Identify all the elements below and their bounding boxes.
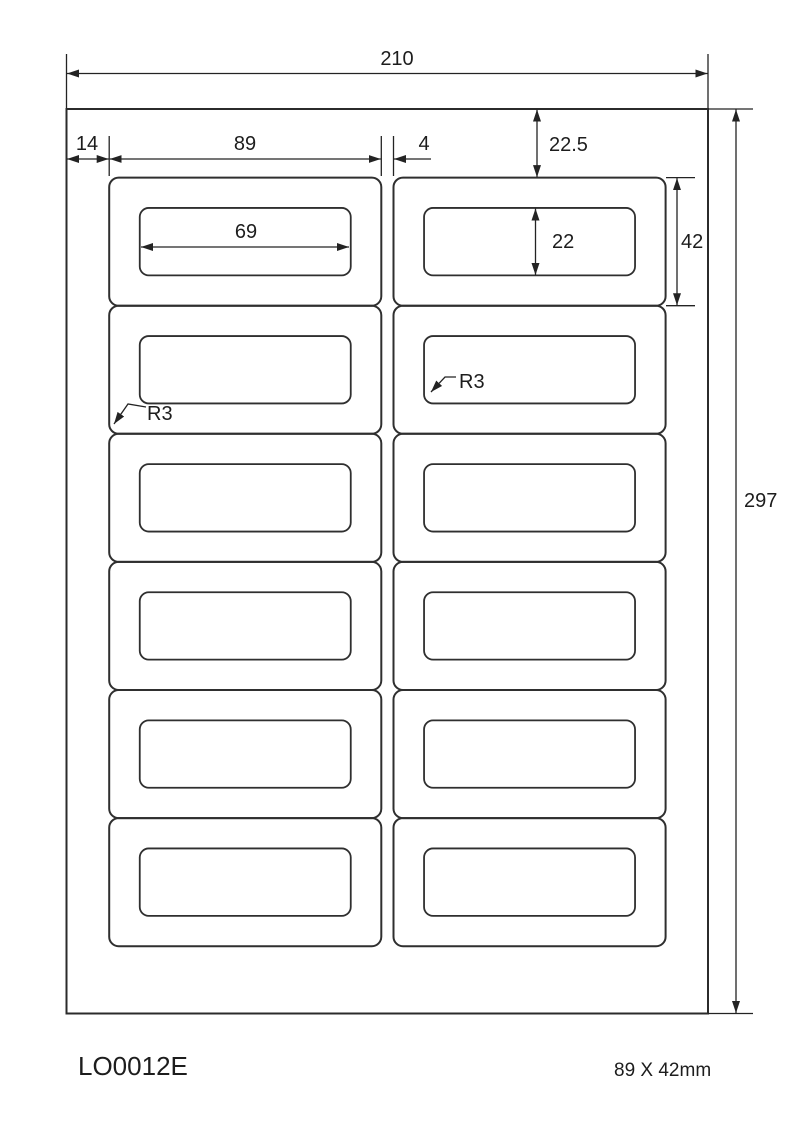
label-die-cut: [392, 432, 667, 563]
label-window: [423, 591, 636, 661]
extension-lines: [65, 54, 753, 1015]
dim-column-gap-label: 4: [418, 133, 429, 155]
label-die-cut: [392, 560, 667, 692]
dim-top-margin-label: 22.5: [549, 134, 588, 156]
dim-window-width-label: 69: [235, 221, 257, 243]
dim-label-height-label: 42: [681, 231, 703, 253]
label-window: [423, 335, 636, 405]
label-window: [423, 207, 636, 277]
label-window: [138, 591, 352, 661]
label-size-text: 89 X 42mm: [614, 1060, 711, 1081]
label-die-cut: [108, 432, 383, 563]
label-die-cut: [108, 560, 383, 692]
dimension-labels: 210 14 89 4 22.5 69 22 42 297 R3 R3: [76, 48, 778, 512]
label-window: [138, 207, 352, 277]
r3-leader-window: [430, 376, 456, 393]
label-window: [138, 335, 352, 405]
dim-sheet-width-label: 210: [380, 48, 413, 70]
r3-leader-outer: [113, 403, 147, 425]
dim-window-height-label: 22: [552, 231, 574, 253]
label-window: [423, 719, 636, 789]
label-window: [138, 463, 352, 533]
product-code: LO0012E: [78, 1051, 188, 1081]
dim-sheet-height-label: 297: [744, 490, 777, 512]
label-window: [138, 719, 352, 789]
label-die-cut: [392, 176, 667, 307]
label-die-cut: [108, 817, 383, 948]
label-grid: [108, 176, 667, 948]
radius-outer-label: R3: [147, 403, 173, 425]
dim-label-width-label: 89: [234, 133, 256, 155]
label-die-cut: [392, 689, 667, 820]
dimension-lines: [67, 69, 740, 1013]
dim-left-margin-label: 14: [76, 133, 98, 155]
radius-window-label: R3: [459, 371, 485, 393]
label-window: [423, 463, 636, 533]
label-window: [138, 847, 352, 917]
label-window: [423, 847, 636, 917]
sheet-outline: [65, 108, 709, 1015]
label-die-cut: [392, 304, 667, 435]
label-die-cut: [392, 817, 667, 948]
label-die-cut: [108, 689, 383, 820]
